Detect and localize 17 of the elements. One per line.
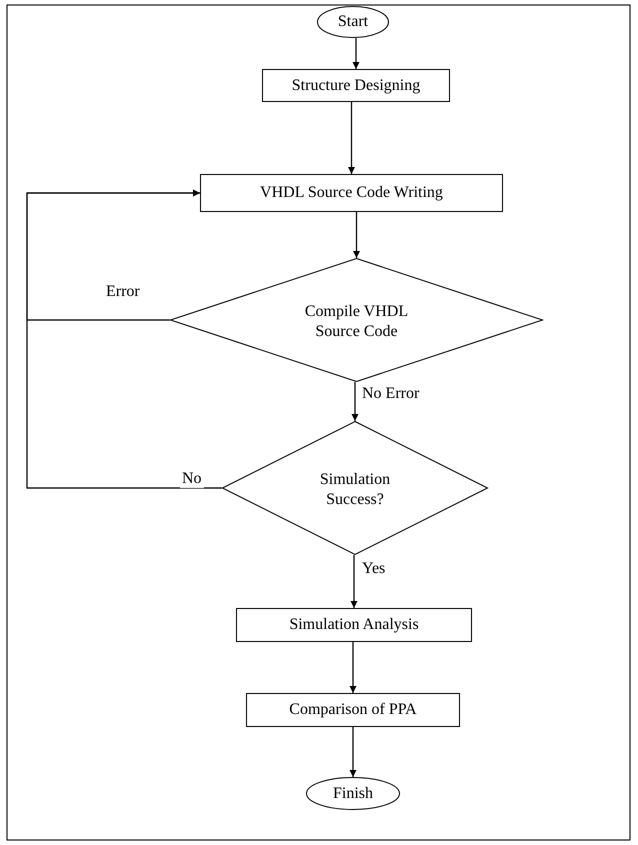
arrow: [353, 212, 360, 258]
arrow: [348, 102, 355, 174]
node-label: Finish: [332, 784, 373, 804]
arrow: [350, 642, 356, 693]
arrow: [350, 555, 358, 608]
arrow: [350, 727, 356, 777]
node-label: Start: [338, 12, 368, 32]
node-label: VHDL Source Code Writing: [260, 183, 443, 203]
node-label: Compile VHDL Source Code: [304, 302, 410, 342]
node-label: Structure Designing: [292, 76, 420, 96]
edge-label: No: [180, 470, 204, 488]
node-label: Comparison of PPA: [289, 700, 417, 720]
arrow: [352, 38, 360, 69]
node-label: Simulation Success?: [318, 470, 392, 510]
node-label: Simulation Analysis: [289, 615, 419, 635]
arrow: [26, 190, 222, 489]
arrow: [352, 382, 358, 421]
